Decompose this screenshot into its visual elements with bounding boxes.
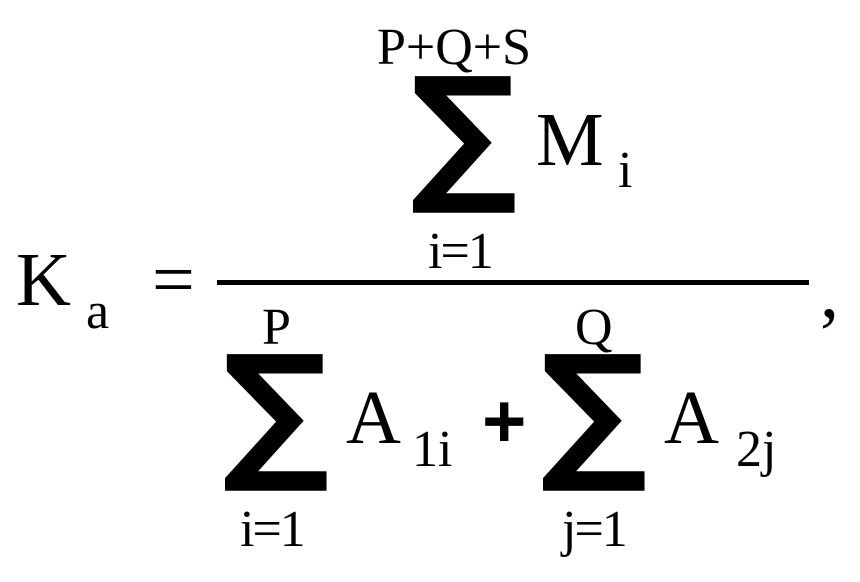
lhs-subscript: a [86, 283, 110, 340]
denominator-plus-sign: + [482, 379, 527, 464]
denominator-sum1-lower-limit: i=1 [240, 501, 306, 558]
numerator-term-subscript: i [618, 142, 633, 199]
equals-sign: = [152, 238, 195, 322]
denominator-sum1-upper-limit: P [262, 299, 291, 356]
numerator-sum-upper-limit: P+Q+S [377, 19, 532, 76]
lhs-symbol: K [16, 238, 71, 322]
numerator-sigma: ∑ [410, 46, 518, 220]
denominator-sum2-sigma: ∑ [540, 324, 648, 498]
denominator-sum2-term-subscript: 2j [736, 421, 777, 478]
numerator-sum-lower-limit: i=1 [428, 223, 494, 280]
trailing-comma: , [820, 250, 839, 334]
fraction-bar [217, 280, 809, 285]
numerator-term: M [536, 98, 604, 182]
denominator-sum1-sigma: ∑ [222, 324, 330, 498]
denominator-sum1-term-subscript: 1i [412, 421, 453, 478]
denominator-sum1-term: A [346, 376, 401, 460]
denominator-sum2-term: A [664, 376, 719, 460]
denominator-sum2-upper-limit: Q [575, 299, 613, 356]
denominator-sum2-lower-limit: j=1 [562, 501, 628, 558]
